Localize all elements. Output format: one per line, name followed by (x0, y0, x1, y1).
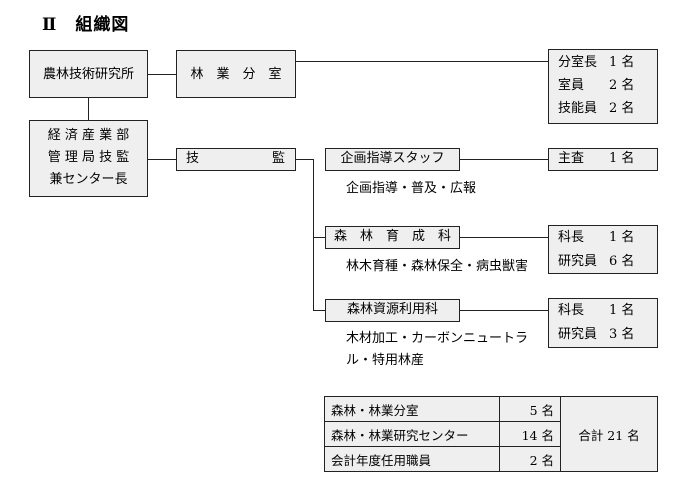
director-line: 経 済 産 業 部 (47, 128, 130, 143)
connector-trunk-unit-2 (313, 237, 325, 238)
staff-role: 研究員 (558, 327, 598, 342)
unit-forest-cultivation-duties: 林木育種・森林保全・病虫獣害 (346, 259, 529, 274)
connector-supervisor-trunk (296, 159, 314, 160)
supervisor-box: 技 監 (176, 148, 296, 171)
unit-forest-resources-staff-box: 科長 1 名 研究員 3 名 (548, 298, 658, 348)
summary-total: 合計 21 名 (560, 396, 658, 472)
supervisor-label-1: 技 (186, 151, 200, 166)
staff-role: 研究員 (558, 254, 598, 269)
table-row: 森林・林業分室 5 名 合計 21 名 (324, 396, 658, 472)
unit-planning-box: 企画指導スタッフ (325, 148, 460, 171)
connector-root-director (88, 98, 89, 120)
page-title: Ⅱ 組織図 (42, 15, 130, 35)
root-org-box: 農林技術研究所 (29, 50, 148, 98)
summary-label: 会計年度任用職員 (324, 446, 500, 472)
unit-forest-cultivation-label: 森 林 育 成 科 (333, 229, 451, 244)
connector-unit-2-staff (460, 237, 548, 238)
staff-count: 6 名 (609, 254, 635, 269)
staff-role: 分室長 (558, 55, 598, 70)
staff-role: 科長 (558, 230, 585, 245)
unit-planning-duties: 企画指導・普及・広報 (346, 181, 477, 196)
table-row: 会計年度任用職員 2 名 (324, 446, 658, 472)
unit-forest-resources-duties-2: ル・特用林産 (346, 353, 425, 368)
summary-count: 14 名 (499, 421, 561, 447)
staff-count: 3 名 (609, 327, 635, 342)
director-line: 管 理 局 技 監 (47, 150, 130, 165)
summary-table: 森林・林業分室 5 名 合計 21 名 森林・林業研究センター 14 名 会計年… (324, 396, 658, 472)
staff-count: 1 名 (609, 55, 635, 70)
root-org-label: 農林技術研究所 (42, 67, 134, 82)
unit-planning-staff-box: 主査 1 名 (548, 148, 658, 171)
unit-planning-label: 企画指導スタッフ (340, 151, 445, 166)
staff-count: 2 名 (609, 78, 635, 93)
connector-unit-3-staff (460, 310, 548, 311)
staff-role: 技能員 (558, 101, 598, 116)
staff-role: 室員 (558, 78, 585, 93)
staff-count: 1 名 (609, 151, 635, 166)
unit-forest-cultivation-staff-box: 科長 1 名 研究員 6 名 (548, 225, 658, 274)
director-box: 経 済 産 業 部 管 理 局 技 監 兼センター長 (29, 120, 148, 197)
connector-unit-1-staff (460, 159, 548, 160)
supervisor-label-2: 監 (272, 151, 286, 166)
connector-director-supervisor (148, 159, 176, 160)
summary-count: 5 名 (499, 396, 561, 422)
staff-role: 科長 (558, 303, 585, 318)
summary-label: 森林・林業研究センター (324, 421, 500, 447)
connector-trunk (313, 159, 314, 311)
staff-count: 2 名 (609, 101, 635, 116)
connector-branch-staff (296, 61, 548, 62)
branch-staff-box: 分室長 1 名 室員 2 名 技能員 2 名 (548, 49, 658, 124)
staff-role: 主査 (558, 151, 585, 166)
table-row: 森林・林業研究センター 14 名 (324, 421, 658, 447)
branch-office-label: 林 業 分 室 (190, 67, 282, 82)
unit-forest-resources-box: 森林資源利用科 (325, 299, 460, 322)
unit-forest-resources-duties-1: 木材加工・カーボンニュートラ (346, 331, 529, 346)
unit-forest-resources-label: 森林資源利用科 (346, 302, 438, 317)
director-line: 兼センター長 (49, 172, 128, 187)
summary-label: 森林・林業分室 (324, 396, 500, 422)
summary-count: 2 名 (499, 446, 561, 472)
connector-root-branch (148, 74, 176, 75)
staff-count: 1 名 (609, 230, 635, 245)
unit-forest-cultivation-box: 森 林 育 成 科 (325, 226, 460, 249)
branch-office-box: 林 業 分 室 (176, 50, 296, 98)
staff-count: 1 名 (609, 303, 635, 318)
connector-trunk-unit-3 (313, 310, 325, 311)
